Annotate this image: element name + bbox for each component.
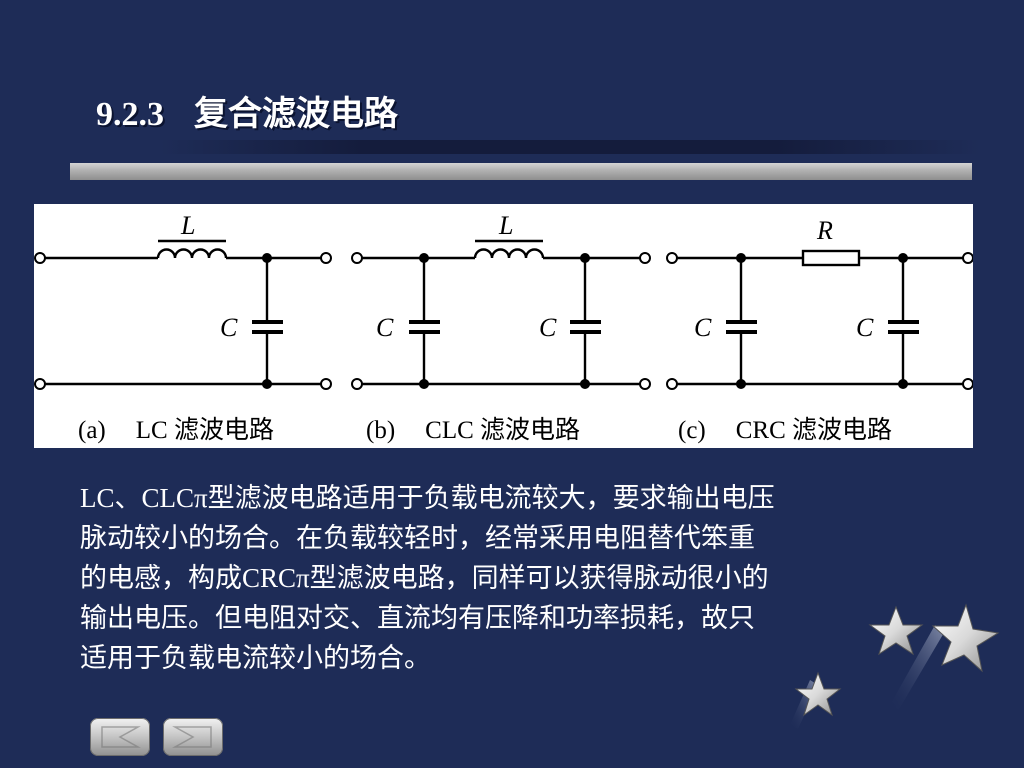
caption-b-name: CLC 滤波电路: [425, 417, 581, 444]
circuit-lc: [44, 239, 322, 386]
resistor-c: [801, 249, 861, 267]
star-icon: [794, 671, 842, 717]
star-icon: [931, 603, 1000, 673]
next-slide-button[interactable]: [163, 718, 223, 756]
label-cap-b1: C: [376, 313, 394, 342]
body-line: 输出电压。但电阻对交、直流均有压降和功率损耗，故只: [80, 603, 755, 633]
inductor-a: [156, 248, 228, 259]
body-line: 的电感，构成CRCπ型滤波电路，同样可以获得脉动很小的: [80, 563, 769, 593]
junctions: [262, 253, 908, 389]
inductor-b: [473, 248, 545, 259]
title-rule-shadow: [160, 140, 980, 154]
arrow-right-icon: [172, 726, 212, 748]
caption-c-name: CRC 滤波电路: [735, 417, 893, 444]
caption-a-tag: (a): [78, 417, 106, 444]
section-title: 复合滤波电路: [194, 94, 398, 134]
label-cap-a: C: [220, 313, 238, 342]
arrow-left-icon: [101, 726, 141, 748]
label-cap-c1: C: [694, 313, 712, 342]
decorative-stars: [790, 603, 1000, 729]
section-number: 9.2.3: [96, 96, 164, 133]
body-paragraph: LC、CLCπ型滤波电路适用于负载电流较大，要求输出电压 脉动较小的场合。在负载…: [80, 478, 960, 678]
body-line: 适用于负载电流较小的场合。: [80, 643, 431, 673]
terminals: [34, 252, 973, 390]
caption-b: (b) CLC 滤波电路: [366, 410, 580, 446]
circuit-crc: [676, 249, 964, 386]
label-cap-b2: C: [539, 313, 557, 342]
circuit-diagrams: L C L C C R C C: [34, 211, 973, 390]
previous-slide-button[interactable]: [90, 718, 150, 756]
label-cap-c2: C: [856, 313, 874, 342]
caption-b-tag: (b): [366, 417, 396, 444]
label-inductor-b: L: [498, 211, 513, 240]
body-line: LC、CLCπ型滤波电路适用于负载电流较大，要求输出电压: [80, 483, 775, 513]
caption-a: (a) LC 滤波电路: [78, 410, 274, 446]
label-inductor-a: L: [180, 211, 195, 240]
label-resistor-c: R: [816, 216, 833, 245]
caption-a-name: LC 滤波电路: [135, 417, 274, 444]
filter-circuits-figure: L C L C C R C C (a) LC 滤波电路 (b) CLC 滤波电路 (…: [34, 204, 973, 448]
star-icon: [868, 605, 924, 656]
caption-c-tag: (c): [678, 417, 706, 444]
body-line: 脉动较小的场合。在负载较轻时，经常采用电阻替代笨重: [80, 523, 755, 553]
title-rule: [70, 163, 972, 180]
slide-title: 9.2.3 复合滤波电路: [96, 86, 398, 135]
circuit-clc: [361, 239, 641, 386]
caption-c: (c) CRC 滤波电路: [678, 410, 892, 446]
